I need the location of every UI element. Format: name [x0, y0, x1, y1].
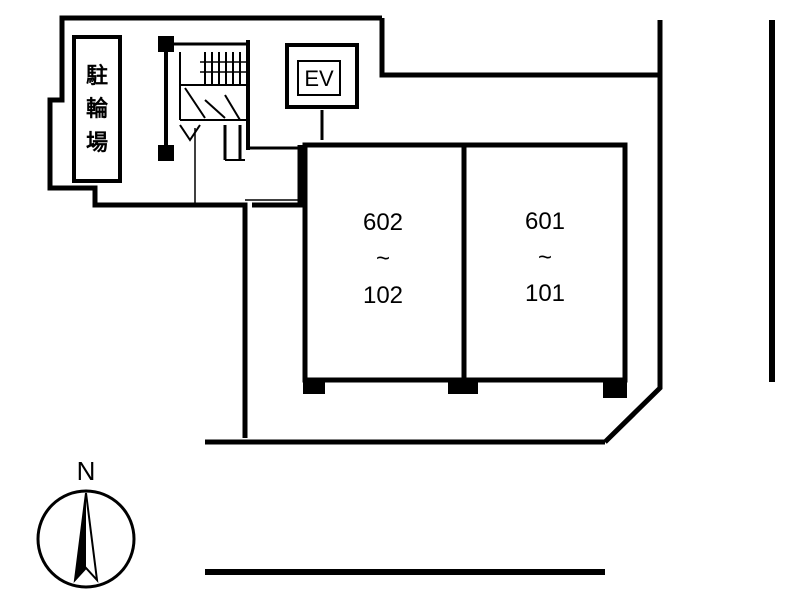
elevator-shaft: [285, 43, 359, 109]
stair-core: [158, 36, 250, 205]
unit-label-right: 601 ~ 101: [525, 208, 565, 307]
unit-right-bottom: 101: [525, 280, 565, 307]
north-label: N: [77, 456, 96, 486]
columns: [303, 378, 627, 398]
unit-left-top: 602: [363, 209, 403, 236]
bicycle-parking-char-3: 場: [86, 131, 108, 156]
unit-right-tilde: ~: [538, 244, 552, 271]
bicycle-parking-box: [72, 35, 122, 183]
compass: N: [36, 456, 136, 589]
north-arrow-fill: [75, 493, 86, 580]
bicycle-parking-char-1: 駐: [86, 63, 108, 89]
bicycle-parking-char-2: 輪: [86, 96, 109, 122]
unit-left-bottom: 102: [363, 282, 403, 309]
elevator-label: EV: [304, 66, 334, 91]
unit-left-tilde: ~: [376, 245, 390, 272]
elevator-label-box: [297, 60, 341, 96]
units-block: [302, 142, 628, 383]
partitions: [245, 110, 324, 201]
unit-right-top: 601: [525, 208, 565, 235]
unit-label-left: 602 ~ 102: [363, 209, 403, 309]
